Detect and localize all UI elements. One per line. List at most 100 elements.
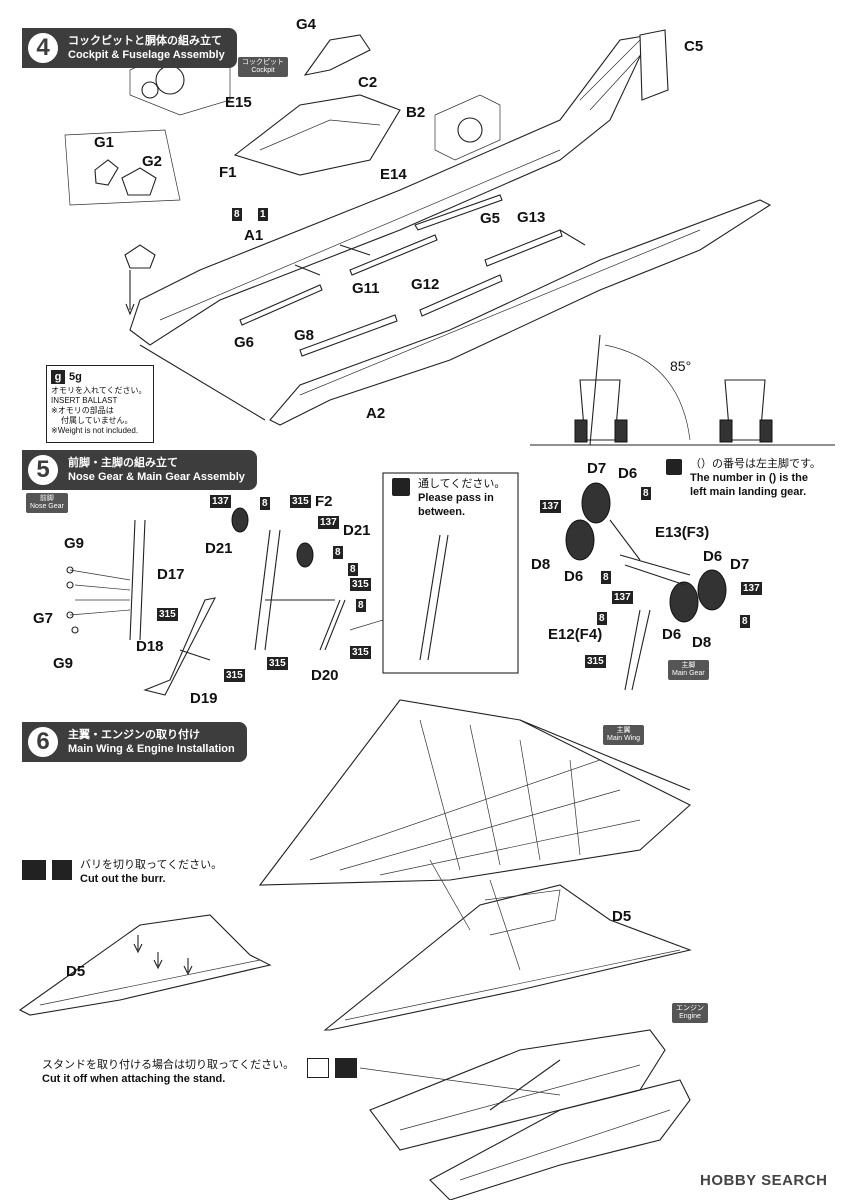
label-d6-left: D6 [564,568,584,585]
ballast-jp-1: オモリを入れてください。 [51,386,147,395]
label-g7: G7 [33,610,54,627]
step-6-header: 6 主翼・エンジンの取り付け Main Wing & Engine Instal… [22,722,247,762]
burr-note-jp: バリを切り取ってください。 [80,859,223,871]
burr-icon-2 [52,860,72,880]
label-g12: G12 [411,276,440,293]
label-g4: G4 [296,16,317,33]
step-5-title-jp: 前脚・主脚の組み立て [68,457,178,469]
paint-number-8: 8 [232,208,242,221]
ballast-weight: 5g [69,371,82,383]
paint-315-e: 315 [267,657,288,670]
nose-gear-tag: 前脚 Nose Gear [26,493,68,513]
stand-note-jp: スタンドを取り付ける場合は切り取ってください。 [42,1059,295,1071]
paint-315-a: 315 [290,495,311,508]
step-5-number: 5 [26,453,60,487]
paint-8-b: 8 [333,546,343,559]
main-wing-tag: 主翼 Main Wing [603,725,645,745]
ballast-weight-icon: g [51,370,65,384]
label-g8: G8 [294,327,315,344]
stand-arrow-icon [307,1058,329,1078]
hobby-search-watermark: HOBBY SEARCH [700,1172,828,1189]
label-e15: E15 [225,94,252,111]
step-4-number: 4 [26,31,60,65]
label-a2: A2 [366,405,386,422]
label-c2: C2 [358,74,378,91]
left-gear-note-icon [666,459,682,475]
label-d5-main: D5 [612,908,632,925]
ballast-en-1: INSERT BALLAST [51,396,118,405]
burr-note-en: Cut out the burr. [80,873,166,885]
paint-137-b: 137 [318,516,339,529]
label-d21-right: D21 [343,522,371,539]
paint-8-f: 8 [601,571,611,584]
left-gear-note-jp: （）の番号は左主脚です。 [690,458,821,470]
stand-note-en: Cut it off when attaching the stand. [42,1073,226,1085]
label-d8-left: D8 [531,556,551,573]
left-gear-note: （）の番号は左主脚です。 The number in () is the lef… [690,457,821,499]
label-e13: E13(F3) [655,524,710,541]
pass-note-en-2: between. [418,506,466,518]
cockpit-tag: コックピット Cockpit [238,57,288,77]
label-d17: D17 [157,566,185,583]
label-d5-small: D5 [66,963,86,980]
step-6-number: 6 [26,725,60,759]
pass-note: 通してください。 Please pass in between. [418,477,505,519]
label-f1: F1 [219,164,237,181]
left-gear-note-en-2: left main landing gear. [690,486,807,498]
label-d7-top: D7 [587,460,607,477]
label-a1: A1 [244,227,264,244]
step-5-title-en: Nose Gear & Main Gear Assembly [68,471,245,483]
label-d6-top: D6 [618,465,638,482]
paint-8-a: 8 [260,497,270,510]
label-g9-bottom: G9 [53,655,74,672]
label-g9-top: G9 [64,535,85,552]
pass-note-en-1: Please pass in [418,492,494,504]
paint-8-d: 8 [356,599,366,612]
label-f2: F2 [315,493,333,510]
label-b2: B2 [406,104,426,121]
pass-note-jp: 通してください。 [418,478,506,490]
label-d19: D19 [190,690,218,707]
ballast-jp-2: ※オモリの部品は [51,406,114,415]
label-e14: E14 [380,166,407,183]
step-5-header: 5 前脚・主脚の組み立て Nose Gear & Main Gear Assem… [22,450,257,490]
paint-137-e: 137 [741,582,762,595]
label-d6-right: D6 [703,548,723,565]
stand-cut-icon [335,1058,357,1078]
stand-note: スタンドを取り付ける場合は切り取ってください。 Cut it off when … [42,1058,294,1086]
main-gear-tag: 主脚 Main Gear [668,660,709,680]
label-g5: G5 [480,210,501,227]
paint-137-d: 137 [612,591,633,604]
paint-8-h: 8 [597,612,607,625]
paint-315-d: 315 [157,608,178,621]
label-g2: G2 [142,153,163,170]
ballast-note: g 5g オモリを入れてください。 INSERT BALLAST ※オモリの部品… [46,365,154,443]
paint-8-g: 8 [740,615,750,628]
paint-8-e: 8 [641,487,651,500]
label-g1: G1 [94,134,115,151]
burr-icon-1 [22,860,46,880]
step-6-title-jp: 主翼・エンジンの取り付け [68,729,200,741]
step-6-title-en: Main Wing & Engine Installation [68,743,235,755]
step-4-title-en: Cockpit & Fuselage Assembly [68,49,225,61]
label-d7-right: D7 [730,556,750,573]
left-gear-note-en-1: The number in () is the [690,472,808,484]
label-d6-bottom: D6 [662,626,682,643]
paint-8-c: 8 [348,563,358,576]
label-g11: G11 [352,280,380,297]
ballast-jp-3: 付属していません。 [61,416,133,425]
paint-315-f: 315 [224,669,245,682]
label-e12: E12(F4) [548,626,603,643]
step-4-title-jp: コックピットと胴体の組み立て [68,35,222,47]
label-d20: D20 [311,667,339,684]
label-angle-85: 85° [670,358,692,374]
paint-number-1: 1 [258,208,268,221]
paint-315-b: 315 [350,578,371,591]
label-d18: D18 [136,638,164,655]
burr-note: バリを切り取ってください。 Cut out the burr. [80,858,222,886]
label-g6: G6 [234,334,255,351]
paint-137-a: 137 [210,495,231,508]
ballast-en-2: ※Weight is not included. [51,426,139,435]
label-d21-left: D21 [205,540,233,557]
